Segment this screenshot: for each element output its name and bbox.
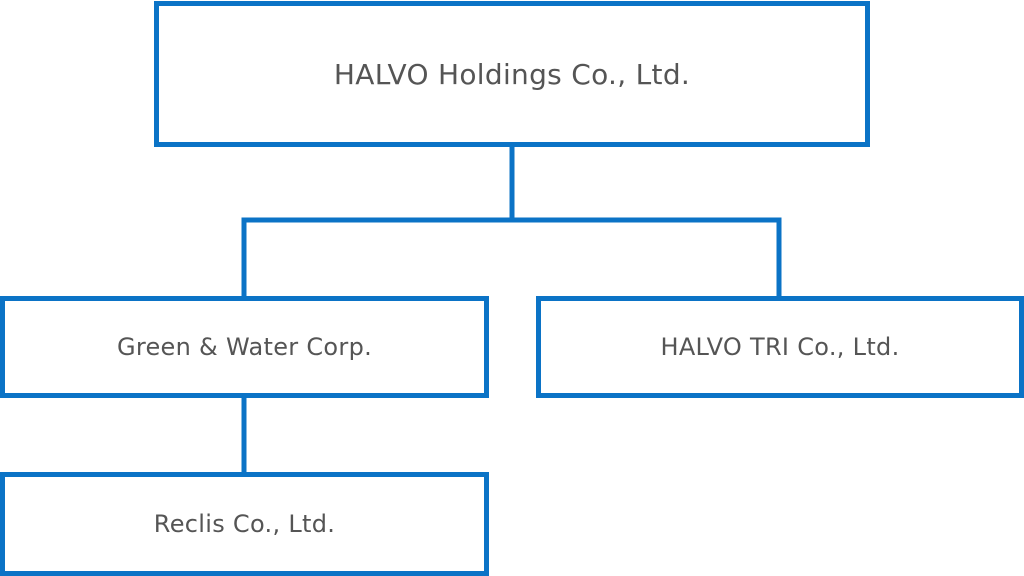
node-label-green-water: Green & Water Corp. — [116, 333, 373, 361]
node-green-water: Green & Water Corp. — [0, 296, 489, 398]
node-label-halvo-tri: HALVO TRI Co., Ltd. — [660, 333, 900, 361]
node-label-halvo-holdings: HALVO Holdings Co., Ltd. — [333, 57, 691, 91]
node-label-reclis: Reclis Co., Ltd. — [153, 510, 336, 538]
node-halvo-tri: HALVO TRI Co., Ltd. — [536, 296, 1024, 398]
node-halvo-holdings: HALVO Holdings Co., Ltd. — [154, 1, 870, 147]
node-reclis: Reclis Co., Ltd. — [0, 472, 489, 576]
